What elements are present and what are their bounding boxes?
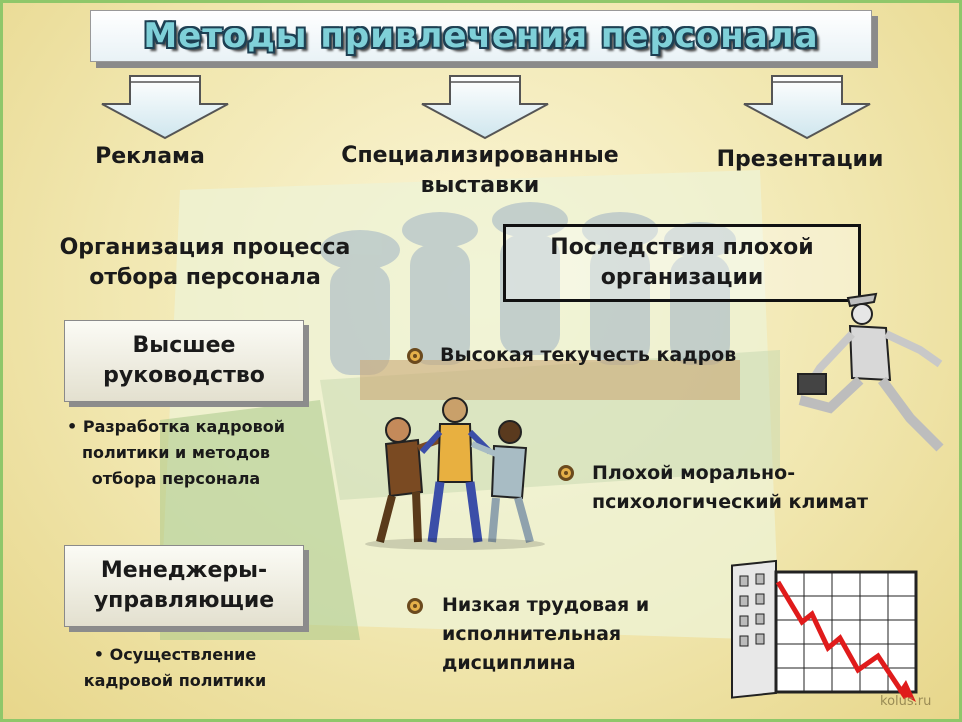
down-arrow-icon bbox=[742, 74, 872, 140]
bullet-line1: Разработка кадровой bbox=[83, 417, 285, 436]
consequences-line2: организации bbox=[550, 263, 813, 293]
method-presentations: Презентации bbox=[690, 145, 910, 175]
arguing-workers-illustration bbox=[360, 392, 550, 552]
effect-line1: Низкая трудовая и bbox=[442, 591, 742, 620]
effect-low-discipline: Низкая трудовая и исполнительная дисципл… bbox=[442, 591, 742, 678]
effect-high-turnover: Высокая текучесть кадров bbox=[440, 341, 840, 370]
gear-bullet-icon bbox=[556, 463, 576, 483]
page-title: Методы привлечения персонала bbox=[143, 16, 818, 56]
method-advertising: Реклама bbox=[60, 142, 240, 172]
bullet-line2: политики и методов bbox=[26, 440, 326, 466]
effect-line3: дисциплина bbox=[442, 649, 742, 678]
selection-line2: отбора персонала bbox=[20, 263, 390, 293]
down-arrow-icon bbox=[420, 74, 550, 140]
gear-bullet-icon bbox=[405, 596, 425, 616]
bullet-line1: Осуществление bbox=[110, 645, 257, 664]
consequences-line1: Последствия плохой bbox=[550, 233, 813, 263]
effect-bad-climate: Плохой морально- психологический климат bbox=[592, 459, 952, 517]
down-arrow-icon bbox=[100, 74, 230, 140]
bullet-dot: • bbox=[67, 417, 77, 436]
card-line2: управляющие bbox=[94, 586, 274, 616]
watermark: kolus.ru bbox=[880, 694, 931, 709]
managers-bullet: • Осуществление кадровой политики bbox=[40, 642, 310, 694]
bullet-dot: • bbox=[94, 645, 104, 664]
top-management-card: Высшее руководство bbox=[64, 320, 304, 402]
card-line2: руководство bbox=[103, 361, 265, 391]
managers-card: Менеджеры- управляющие bbox=[64, 545, 304, 627]
effect-line1: Плохой морально- bbox=[592, 459, 952, 488]
method-label-line2: выставки bbox=[300, 171, 660, 201]
method-label-line1: Специализированные bbox=[300, 141, 660, 171]
falling-chart-illustration bbox=[728, 552, 928, 704]
method-label: Реклама bbox=[95, 144, 205, 169]
method-exhibitions: Специализированные выставки bbox=[300, 141, 660, 201]
effect-line2: психологический климат bbox=[592, 488, 952, 517]
selection-heading: Организация процесса отбора персонала bbox=[20, 233, 390, 293]
card-line1: Менеджеры- bbox=[94, 556, 274, 586]
bullet-line3: отбора персонала bbox=[26, 466, 326, 492]
method-label: Презентации bbox=[717, 147, 884, 172]
selection-line1: Организация процесса bbox=[20, 233, 390, 263]
effect-line1: Высокая текучесть кадров bbox=[440, 341, 840, 370]
title-banner: Методы привлечения персонала bbox=[90, 10, 872, 62]
top-management-bullet: • Разработка кадровой политики и методов… bbox=[26, 414, 326, 492]
gear-bullet-icon bbox=[405, 346, 425, 366]
effect-line2: исполнительная bbox=[442, 620, 742, 649]
bullet-line2: кадровой политики bbox=[40, 668, 310, 694]
card-line1: Высшее bbox=[103, 331, 265, 361]
running-businessman-illustration bbox=[790, 288, 960, 463]
